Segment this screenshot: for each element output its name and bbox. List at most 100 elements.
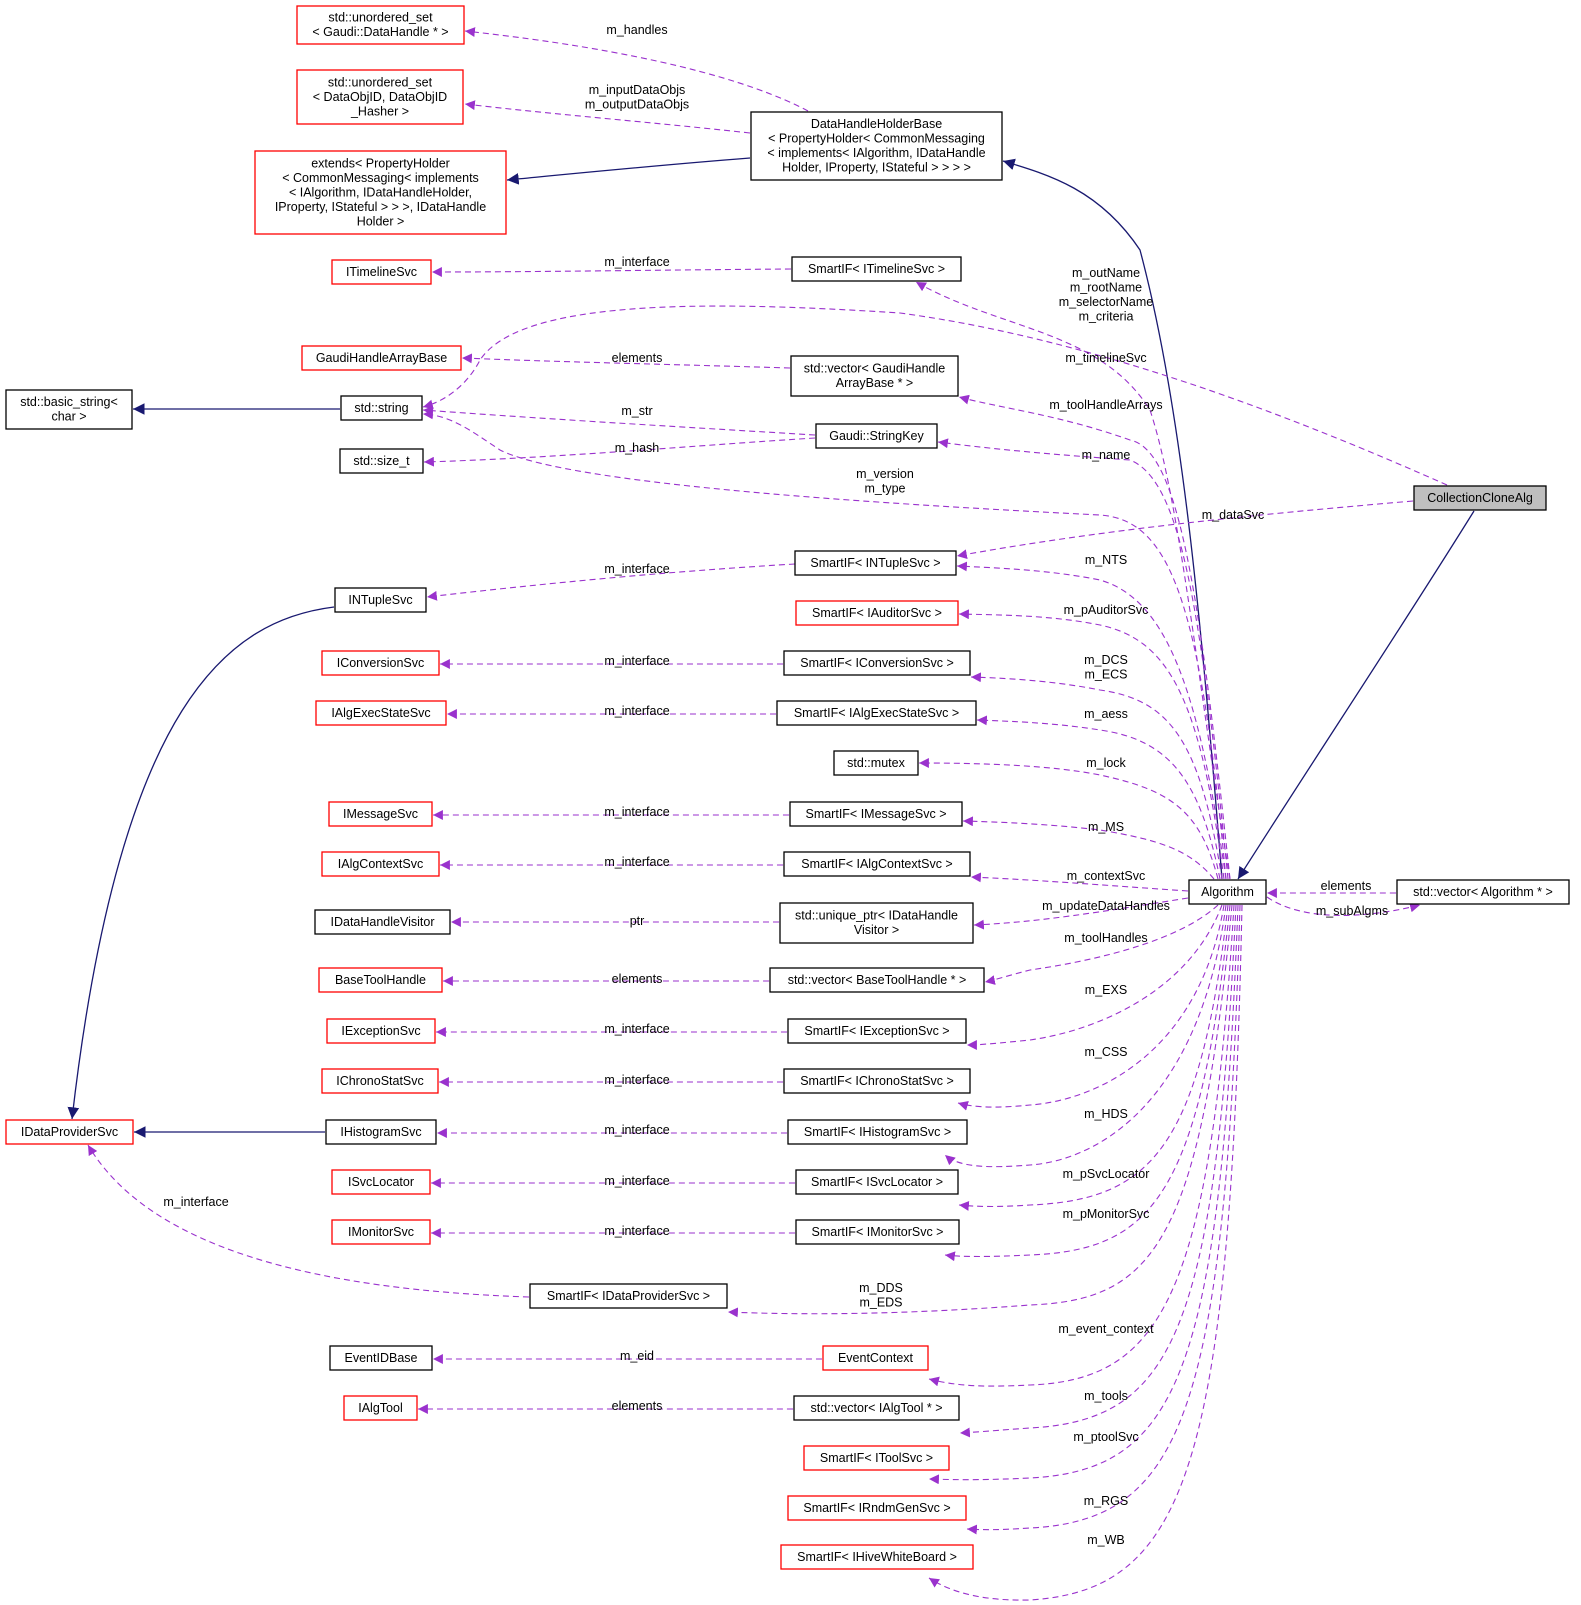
node-label: std::vector< IAlgTool * > <box>810 1401 942 1415</box>
member-edge <box>918 758 1219 880</box>
node-intuplesvc[interactable]: INTupleSvc <box>334 587 427 613</box>
node-basetoolhandle[interactable]: BaseToolHandle <box>318 967 443 993</box>
node-label: CollectionCloneAlg <box>1427 491 1533 505</box>
node-smartif-itimelinesvc[interactable]: SmartIF< ITimelineSvc > <box>791 256 962 282</box>
node-label: Holder > <box>357 214 405 228</box>
edge-label-clone-strings: m_criteria <box>1079 310 1134 324</box>
node-gaudihandlearraybase[interactable]: GaudiHandleArrayBase <box>301 345 462 371</box>
node-smartif-ialgcontextsvc[interactable]: SmartIF< IAlgContextSvc > <box>783 851 971 877</box>
node-box <box>334 587 427 613</box>
node-unique-ptr-visitor[interactable]: std::unique_ptr< IDataHandleVisitor > <box>779 902 974 944</box>
node-label: DataHandleHolderBase <box>811 117 942 131</box>
node-idatahandlevisitor[interactable]: IDataHandleVisitor <box>314 909 451 935</box>
node-collectionclonealg[interactable]: CollectionCloneAlg <box>1413 485 1547 511</box>
node-smartif-imonitorsvc[interactable]: SmartIF< IMonitorSvc > <box>795 1219 960 1245</box>
edge-label-ptr: ptr <box>630 914 645 928</box>
node-vector-algorithm[interactable]: std::vector< Algorithm * > <box>1396 879 1570 905</box>
node-smartif-iauditorsvc[interactable]: SmartIF< IAuditorSvc > <box>795 600 959 626</box>
member-edge <box>966 904 1241 1535</box>
node-algorithm[interactable]: Algorithm <box>1188 879 1267 905</box>
edge-label-itimeline-interface: m_interface <box>604 255 669 269</box>
member-edge <box>464 27 809 112</box>
node-datahandleholderbase[interactable]: DataHandleHolderBase< PropertyHolder< Co… <box>750 111 1003 181</box>
node-stringkey[interactable]: Gaudi::StringKey <box>815 423 938 449</box>
member-edge <box>431 267 792 277</box>
node-ialgcontextsvc[interactable]: IAlgContextSvc <box>321 851 440 877</box>
node-std-string[interactable]: std::string <box>340 395 423 421</box>
edge-label-m-toolhandles: m_toolHandles <box>1064 931 1147 945</box>
node-ichronostatsvc[interactable]: IChronoStatSvc <box>321 1068 439 1094</box>
member-edge <box>928 904 1243 1601</box>
node-smartif-ihistogramsvc[interactable]: SmartIF< IHistogramSvc > <box>787 1119 968 1145</box>
node-label: < implements< IAlgorithm, IDataHandle <box>767 146 985 160</box>
node-smartif-ialgexecstatesvc[interactable]: SmartIF< IAlgExecStateSvc > <box>776 700 977 726</box>
node-size-t[interactable]: std::size_t <box>339 448 424 474</box>
inheritance-edge <box>1237 510 1475 880</box>
node-std-mutex[interactable]: std::mutex <box>833 750 919 776</box>
node-label: IAlgContextSvc <box>338 857 423 871</box>
node-ialgexecstatesvc[interactable]: IAlgExecStateSvc <box>315 700 447 726</box>
member-edge <box>87 1144 530 1298</box>
node-imonitorsvc[interactable]: IMonitorSvc <box>331 1219 431 1245</box>
node-eventidbase[interactable]: EventIDBase <box>329 1345 433 1371</box>
node-smartif-iexceptionsvc[interactable]: SmartIF< IExceptionSvc > <box>787 1018 967 1044</box>
node-ihistogramsvc[interactable]: IHistogramSvc <box>325 1119 437 1145</box>
node-smartif-isvclocator[interactable]: SmartIF< ISvcLocator > <box>795 1169 959 1195</box>
node-label: IConversionSvc <box>337 656 425 670</box>
member-edge <box>937 438 1229 880</box>
node-vector-ialgtool[interactable]: std::vector< IAlgTool * > <box>793 1395 960 1421</box>
node-smartif-imessagesvc[interactable]: SmartIF< IMessageSvc > <box>789 801 963 827</box>
node-smartif-ihivewhiteboard[interactable]: SmartIF< IHiveWhiteBoard > <box>780 1544 974 1570</box>
node-smartif-itoolsvc[interactable]: SmartIF< IToolSvc > <box>803 1445 950 1471</box>
node-label: IDataProviderSvc <box>21 1125 118 1139</box>
node-unordered-set-objid[interactable]: std::unordered_set< DataObjID, DataObjID… <box>296 69 464 125</box>
node-label: IHistogramSvc <box>340 1125 421 1139</box>
edge-label-m-timelinesvc: m_timelineSvc <box>1065 351 1146 365</box>
node-smartif-irndmgensvc[interactable]: SmartIF< IRndmGenSvc > <box>787 1495 967 1521</box>
node-iexceptionsvc[interactable]: IExceptionSvc <box>326 1018 436 1044</box>
member-edge <box>958 609 1225 880</box>
node-basic-string[interactable]: std::basic_string<char > <box>5 389 133 430</box>
node-unordered-set-handle[interactable]: std::unordered_set< Gaudi::DataHandle * … <box>296 5 465 45</box>
edge-label-iconversion-interface: m_interface <box>604 654 669 668</box>
member-edge <box>422 405 816 436</box>
node-box <box>787 1018 967 1044</box>
node-smartif-intuplesvc[interactable]: SmartIF< INTupleSvc > <box>794 550 957 576</box>
node-iconversionsvc[interactable]: IConversionSvc <box>321 650 440 676</box>
node-label: SmartIF< IMessageSvc > <box>805 807 946 821</box>
node-smartif-idataprovidersvc[interactable]: SmartIF< IDataProviderSvc > <box>529 1283 728 1309</box>
edge-label-m-updatedatahandles: m_updateDataHandles <box>1042 899 1170 913</box>
node-label: SmartIF< IConversionSvc > <box>800 656 954 670</box>
node-smartif-ichronostatsvc[interactable]: SmartIF< IChronoStatSvc > <box>783 1068 971 1094</box>
node-vector-gaudihandlearraybase[interactable]: std::vector< GaudiHandleArrayBase * > <box>790 355 959 397</box>
edge-label-gaudihandle-elements: elements <box>612 351 663 365</box>
member-edge <box>984 904 1219 985</box>
node-label: char > <box>51 410 86 424</box>
node-label: GaudiHandleArrayBase <box>316 351 447 365</box>
member-edge <box>970 672 1223 880</box>
member-edge <box>976 715 1221 880</box>
node-extends-propertyholder[interactable]: extends< PropertyHolder< CommonMessaging… <box>254 150 507 235</box>
node-smartif-iconversionsvc[interactable]: SmartIF< IConversionSvc > <box>783 650 971 676</box>
node-box <box>296 5 465 45</box>
node-ialgtool[interactable]: IAlgTool <box>343 1395 418 1421</box>
node-label: BaseToolHandle <box>335 973 426 987</box>
node-label: std::vector< GaudiHandle <box>804 362 945 376</box>
edge-label-ialgtool-elements: elements <box>612 1399 663 1413</box>
node-box <box>822 1345 929 1371</box>
member-edge <box>956 561 1227 880</box>
node-label: IExceptionSvc <box>341 1024 420 1038</box>
node-idataprovidersvc[interactable]: IDataProviderSvc <box>5 1119 134 1145</box>
node-label: IAlgTool <box>358 1401 402 1415</box>
node-eventcontext[interactable]: EventContext <box>822 1345 929 1371</box>
node-box <box>318 967 443 993</box>
node-vector-basetoolhandle[interactable]: std::vector< BaseToolHandle * > <box>769 967 985 993</box>
member-edge <box>426 563 796 601</box>
node-isvclocator[interactable]: ISvcLocator <box>331 1169 431 1195</box>
edge-label-clone-strings: m_selectorName <box>1059 295 1154 309</box>
node-label: < CommonMessaging< implements <box>282 171 479 185</box>
node-imessagesvc[interactable]: IMessageSvc <box>328 801 433 827</box>
node-itimelinesvc[interactable]: ITimelineSvc <box>331 259 432 285</box>
node-label: SmartIF< IRndmGenSvc > <box>803 1501 950 1515</box>
edge-label-m-pauditorsvc: m_pAuditorSvc <box>1064 603 1149 617</box>
